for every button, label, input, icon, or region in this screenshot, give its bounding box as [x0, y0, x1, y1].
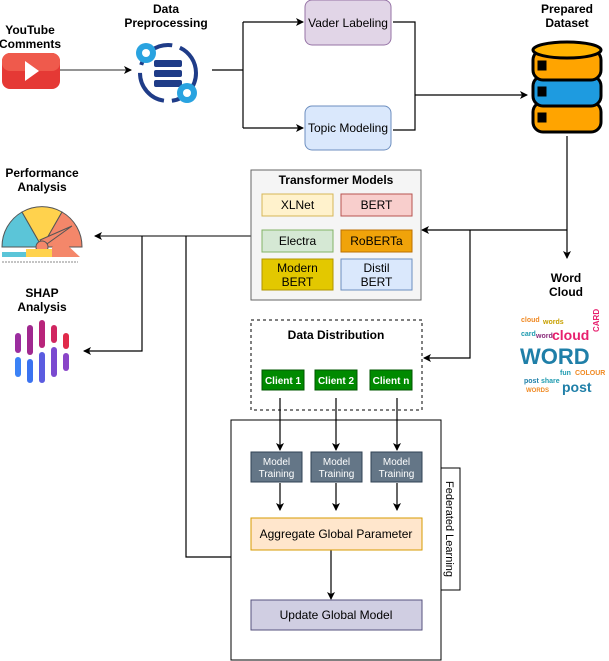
federated-learning-box: Federated Learning ModelTrainingModelTra… [230, 419, 461, 661]
shap-node: SHAP Analysis [15, 286, 69, 383]
aggregate-label: Aggregate Global Parameter [260, 527, 413, 541]
topic-label: Topic Modeling [308, 121, 388, 135]
word: share [541, 378, 560, 385]
training-label: Training [259, 469, 295, 480]
word: post [524, 378, 539, 385]
word: card [521, 331, 536, 338]
model-box-roberta: RoBERTa [340, 229, 413, 253]
youtube-label-line1: YouTube [5, 23, 55, 37]
update-global-model-box: Update Global Model [250, 599, 423, 631]
dataset-label-line1: Prepared [541, 2, 593, 16]
word: WORD [520, 344, 590, 369]
model-name: RoBERTa [350, 234, 403, 248]
wordcloud-node: Word Cloud cloud words card word cloud C… [520, 271, 605, 395]
word-cloud-image: cloud words card word cloud CARD WORD fu… [520, 309, 605, 395]
word: word [535, 333, 553, 340]
word: COLOUR [575, 370, 605, 377]
word: words [542, 319, 564, 326]
youtube-play-icon [2, 53, 60, 89]
performance-label-line2: Analysis [17, 180, 67, 194]
model-box-bert: BERT [340, 193, 413, 217]
youtube-label-line2: Comments [0, 37, 61, 51]
client-label: Client 2 [318, 376, 355, 387]
gauge-icon [1, 206, 83, 263]
topic-modeling-box: Topic Modeling [304, 105, 392, 151]
shap-label-line2: Analysis [17, 300, 67, 314]
training-label: Training [319, 469, 355, 480]
dataset-label-line2: Dataset [545, 16, 588, 30]
preprocessing-label-line1: Data [153, 2, 179, 16]
model-box-xlnet: XLNet [261, 193, 334, 217]
transformer-title: Transformer Models [279, 173, 394, 187]
client-label: Client 1 [265, 376, 302, 387]
training-label: Model [383, 457, 410, 468]
model-name: XLNet [281, 198, 315, 212]
preprocessing-label-line2: Preprocessing [124, 16, 207, 30]
model-name: Electra [279, 234, 317, 248]
client-box: Client n [369, 369, 413, 391]
client-box: Client 1 [261, 369, 305, 391]
data-distribution-box: Data Distribution Client 1 Client 2 Client… [250, 319, 423, 411]
connectors [60, 18, 571, 600]
preprocessing-node: Data Preprocessing [124, 2, 208, 103]
dataset-node: Prepared Dataset [531, 2, 603, 134]
word: cloud [521, 317, 540, 324]
client-box: Client 2 [314, 369, 358, 391]
distribution-title: Data Distribution [288, 328, 385, 342]
vader-label: Vader Labeling [308, 16, 388, 30]
training-label: Model [263, 457, 290, 468]
word: WORDS [526, 388, 549, 394]
word: post [562, 379, 592, 395]
model-name: BERT [361, 275, 393, 289]
gear-server-cycle-icon [136, 43, 198, 103]
model-name: BERT [361, 198, 393, 212]
aggregate-box: Aggregate Global Parameter [250, 517, 423, 551]
word: CARD [592, 309, 601, 332]
youtube-node: YouTube Comments [0, 23, 61, 89]
model-name: BERT [282, 275, 314, 289]
model-name: Modern [277, 261, 318, 275]
shap-bars-icon [15, 320, 69, 383]
wordcloud-label-line2: Cloud [549, 285, 583, 299]
federated-label: Federated Learning [443, 481, 455, 577]
shap-label-line1: SHAP [25, 286, 58, 300]
word: fun [560, 370, 571, 377]
word: cloud [552, 327, 589, 343]
model-box-electra: Electra [261, 229, 334, 253]
training-label: Model [323, 457, 350, 468]
training-label: Training [379, 469, 415, 480]
wordcloud-label-line1: Word [551, 271, 581, 285]
vader-labeling-box: Vader Labeling [304, 0, 392, 46]
model-name: Distil [364, 261, 390, 275]
performance-node: Performance Analysis [1, 166, 83, 263]
performance-label-line1: Performance [5, 166, 79, 180]
client-label: Client n [373, 376, 410, 387]
database-icon [531, 40, 603, 134]
update-label: Update Global Model [280, 608, 393, 622]
